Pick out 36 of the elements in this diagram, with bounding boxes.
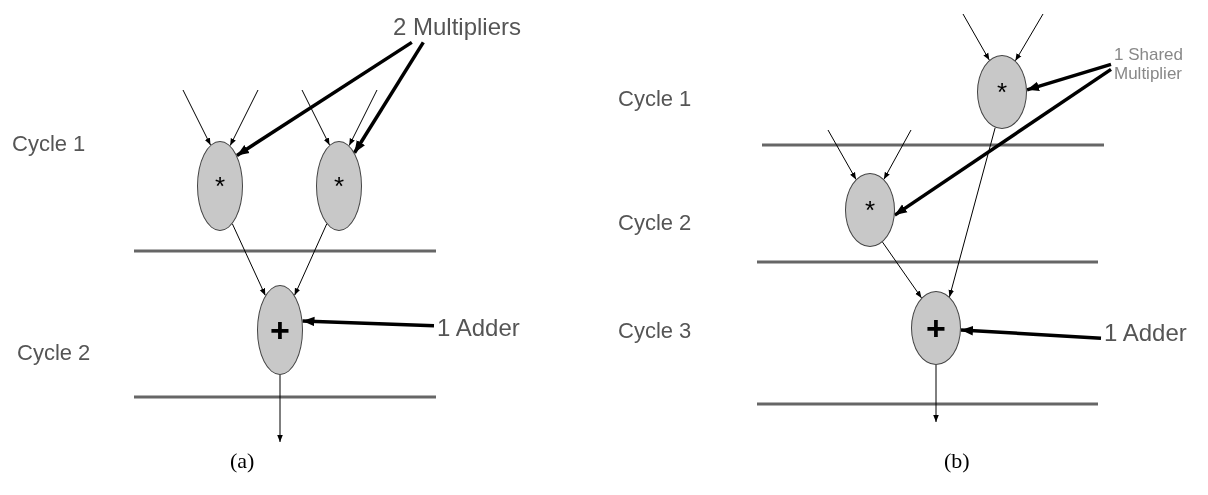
cycle-label: Cycle 1 (12, 131, 86, 157)
cycle-label: Cycle 2 (618, 210, 692, 236)
arrow (933, 364, 939, 423)
arrow (827, 129, 857, 180)
arrow (277, 374, 283, 443)
arrow (1014, 13, 1044, 62)
multiplier-ellipse: * (197, 141, 243, 231)
arrow (962, 13, 990, 61)
multiplier-ellipse: * (977, 55, 1027, 129)
adder-ellipse: + (911, 291, 961, 365)
arrow (301, 89, 330, 146)
leader-arrow (893, 67, 1112, 217)
leader-arrow (960, 325, 1102, 341)
multiplier-ellipse: * (845, 173, 895, 247)
callout-text: 1 Shared Multiplier (1114, 46, 1194, 84)
panel-label: (b) (944, 448, 970, 474)
arrow (231, 223, 266, 296)
cycle-label: Cycle 3 (618, 318, 692, 344)
arrow (182, 89, 211, 146)
leader-arrow (1026, 62, 1112, 92)
callout-text: 1 Adder (1104, 320, 1187, 347)
multiplier-ellipse: * (316, 141, 362, 231)
adder-ellipse: + (257, 285, 303, 375)
arrow (883, 129, 912, 180)
cycle-label: Cycle 1 (618, 86, 692, 112)
arrow (229, 89, 259, 147)
leader-arrow (302, 316, 435, 328)
leader-arrow (353, 41, 425, 154)
arrow (882, 241, 922, 299)
leader-arrow (235, 40, 413, 157)
arrow (948, 127, 996, 298)
callout-text: 2 Multipliers (393, 14, 522, 41)
cycle-label: Cycle 2 (17, 340, 91, 366)
panel-label: (a) (230, 448, 255, 474)
arrow (348, 89, 378, 147)
callout-text: 1 Adder (437, 315, 520, 342)
